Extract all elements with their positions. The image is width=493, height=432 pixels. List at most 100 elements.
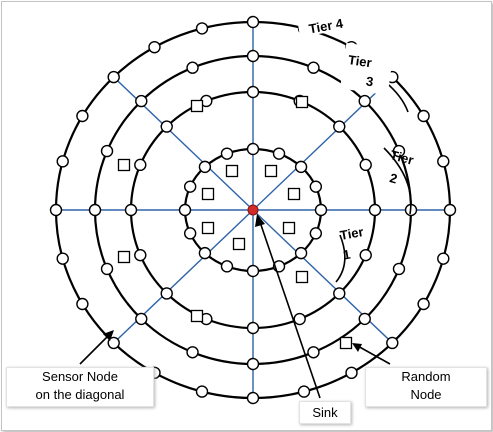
sensor-node-icon xyxy=(392,262,406,276)
sensor-node-icon xyxy=(195,385,209,398)
sensor-node-icon xyxy=(272,147,286,160)
sensor-node-icon xyxy=(333,287,346,300)
sensor-node-icon xyxy=(160,287,173,300)
sensor-node-icon xyxy=(307,61,320,74)
sensor-node-icon xyxy=(100,144,114,158)
random-node-icon xyxy=(295,270,309,284)
arrow-icon xyxy=(355,344,391,365)
sensor-node-icon xyxy=(56,155,69,168)
sensor-node-icon xyxy=(437,155,450,168)
sensor-node-icon xyxy=(135,312,148,326)
sensor-node-icon xyxy=(246,142,260,156)
sensor-node-icon xyxy=(358,94,371,108)
tier-labels: Tier 4 Tier 3 Tier 2 Tier 1 xyxy=(296,6,416,263)
sensor-node-icon xyxy=(198,246,212,260)
tier-1-number: 1 xyxy=(342,247,352,263)
tier-4-label-box xyxy=(296,6,362,38)
sensor-node-icon xyxy=(183,227,197,240)
sensor-node-label-line1: Sensor Node xyxy=(42,369,118,384)
random-node-label-line1: Random xyxy=(401,369,451,384)
sensor-node-icon xyxy=(309,180,323,193)
tier-1-label: Tier xyxy=(339,224,365,243)
sensor-node-icon xyxy=(76,297,89,311)
tier-bracket xyxy=(335,234,346,283)
sensor-node-icon xyxy=(134,158,147,172)
sensor-node-icon xyxy=(246,391,260,405)
sensor-node-icon xyxy=(107,70,120,84)
sensor-node-icon xyxy=(148,40,161,54)
sensor-node-icon xyxy=(246,321,260,335)
random-node-icon xyxy=(201,187,215,201)
sensor-node-icon xyxy=(56,252,69,265)
random-node-icon xyxy=(190,309,204,323)
diagonal-line xyxy=(252,209,393,344)
sensor-node-icon xyxy=(220,147,234,160)
random-node-icon xyxy=(232,237,246,251)
sensor-node-icon xyxy=(49,203,63,217)
sensor-node-icon xyxy=(309,227,323,240)
sensor-node-icon xyxy=(246,264,260,278)
sensor-node-icon xyxy=(186,346,199,359)
diagonal-line xyxy=(252,76,393,211)
random-node-icon xyxy=(287,187,301,201)
tier-bracket xyxy=(383,147,412,215)
sensor-node-icon xyxy=(358,312,371,326)
sensor-node-icon xyxy=(314,203,328,217)
sensor-node-icon xyxy=(183,180,197,193)
random-node-icon xyxy=(201,221,215,235)
sensor-node-icon xyxy=(246,15,260,29)
sensor-node-icon xyxy=(368,203,382,217)
sink-icon xyxy=(247,204,259,216)
sensor-node-icon xyxy=(246,85,260,99)
sensor-node-icon xyxy=(417,297,430,311)
sensor-node-icon xyxy=(124,203,138,217)
sensor-node-icon xyxy=(443,203,457,217)
random-node-icon xyxy=(339,336,353,350)
sensor-node-on-diagonal-label: Sensor Node on the diagonal xyxy=(6,367,154,407)
sensor-node-icon xyxy=(246,357,260,371)
sensor-node-icon xyxy=(76,109,89,123)
sensor-node-label-line2: on the diagonal xyxy=(35,387,125,402)
sensor-node-icon xyxy=(186,61,199,74)
sensor-node-icon xyxy=(359,158,372,172)
arrowheads xyxy=(103,214,362,352)
sensor-node-icon xyxy=(107,336,120,350)
sensor-node-icon xyxy=(246,49,260,63)
random-node-icon xyxy=(295,95,309,109)
arrow-icon xyxy=(259,221,321,399)
sensor-node-icon xyxy=(359,248,372,262)
sensor-node-icon xyxy=(220,260,234,273)
sensor-node-icon xyxy=(195,22,209,35)
sensor-node-icon xyxy=(345,366,358,380)
random-node-icon xyxy=(190,99,204,113)
random-node-icon xyxy=(117,250,131,264)
sensor-node-icon xyxy=(134,248,147,262)
sensor-node-icon xyxy=(198,160,212,174)
sensor-node-icon xyxy=(437,252,450,265)
sensor-node-icon xyxy=(386,336,399,350)
diagonal-line xyxy=(113,76,254,211)
tier-3-label-box xyxy=(340,42,394,96)
sensor-node-icon xyxy=(178,203,192,217)
sensor-node-icon xyxy=(392,144,406,158)
sensor-node-icon xyxy=(88,203,102,217)
random-node-icon xyxy=(117,158,131,172)
sensor-node-icon xyxy=(135,94,148,108)
random-node-label: Random Node xyxy=(365,367,487,407)
random-node-label-line2: Node xyxy=(410,387,442,402)
tier-4-label: Tier 4 xyxy=(308,16,345,37)
sensor-node-icon xyxy=(293,312,306,326)
random-nodes xyxy=(117,95,353,350)
sink-label: Sink xyxy=(299,401,351,424)
tier-2-number: 2 xyxy=(388,170,399,186)
tier-3-label: Tier xyxy=(347,52,372,70)
sensor-node-icon xyxy=(160,120,173,133)
sensor-node-icon xyxy=(294,246,308,260)
sensor-node-icon xyxy=(307,346,320,359)
tier-2-label: Tier xyxy=(389,147,416,168)
sensor-node-icon xyxy=(294,160,308,174)
sensor-node-icon xyxy=(333,120,346,133)
sensor-node-icon xyxy=(417,109,430,123)
random-node-icon xyxy=(225,164,239,178)
